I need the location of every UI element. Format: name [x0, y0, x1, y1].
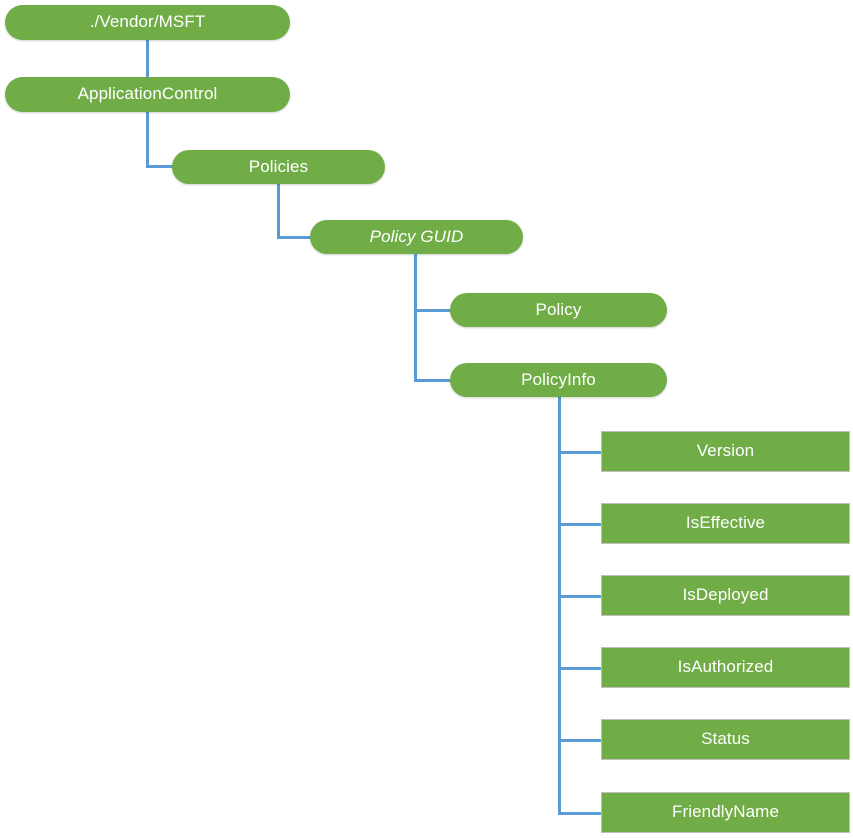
node-policies[interactable]: Policies: [172, 150, 385, 184]
connector-policies-to-policyguid: [277, 236, 313, 239]
connector-policyinfo-to-status: [558, 739, 602, 742]
connector-policies-down: [277, 183, 280, 237]
node-iseffective[interactable]: IsEffective: [601, 503, 850, 544]
connector-root-to-applicationcontrol: [146, 40, 149, 78]
node-version[interactable]: Version: [601, 431, 850, 472]
node-status[interactable]: Status: [601, 719, 850, 760]
connector-policyinfo-to-isauthorized: [558, 667, 602, 670]
node-vendor-msft[interactable]: ./Vendor/MSFT: [5, 5, 290, 40]
node-policy[interactable]: Policy: [450, 293, 667, 327]
connector-policyinfo-to-iseffective: [558, 523, 602, 526]
connector-policyinfo-spine: [558, 397, 561, 815]
node-policy-guid[interactable]: Policy GUID: [310, 220, 523, 254]
connector-policyguid-to-policyinfo: [414, 379, 452, 382]
connector-applicationcontrol-to-policies: [146, 165, 174, 168]
node-policyinfo[interactable]: PolicyInfo: [450, 363, 667, 397]
node-isauthorized[interactable]: IsAuthorized: [601, 647, 850, 688]
connector-policyguid-to-policy: [414, 309, 452, 312]
node-friendlyname[interactable]: FriendlyName: [601, 792, 850, 833]
connector-policyinfo-to-isdeployed: [558, 595, 602, 598]
node-applicationcontrol[interactable]: ApplicationControl: [5, 77, 290, 112]
connector-applicationcontrol-down: [146, 111, 149, 167]
node-isdeployed[interactable]: IsDeployed: [601, 575, 850, 616]
connector-policyguid-spine: [414, 254, 417, 382]
connector-policyinfo-to-version: [558, 451, 602, 454]
connector-policyinfo-to-friendlyname: [558, 812, 602, 815]
